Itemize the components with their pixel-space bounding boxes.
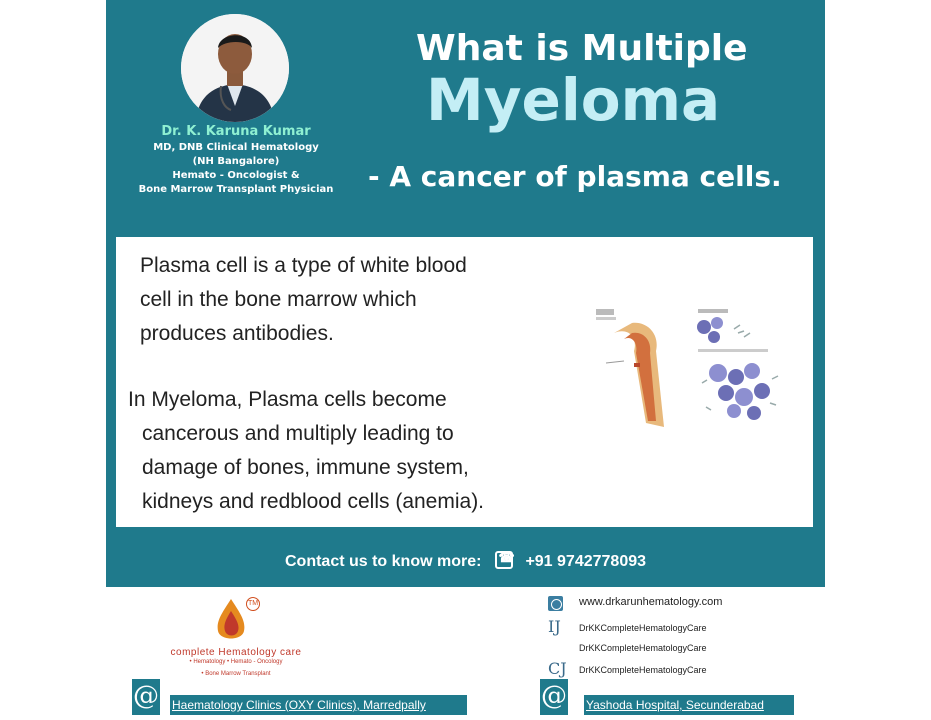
footer: TM complete Hematology care • Hematology…	[106, 587, 825, 720]
trademark-mark: TM	[246, 597, 260, 611]
doctor-credential-line: Hemato - Oncologist &	[172, 170, 300, 181]
social-handle[interactable]: DrKKCompleteHematologyCare	[579, 623, 707, 633]
title-line-2: Myeloma	[426, 66, 721, 134]
bone-marrow-illustration	[594, 303, 794, 433]
myeloma-paragraph: In Myeloma, Plasma cells become cancerou…	[128, 383, 568, 519]
title-line-1: What is Multiple	[416, 28, 748, 69]
contact-label: Contact us to know more:	[284, 553, 482, 570]
brand-name: complete Hematology care	[170, 647, 302, 658]
social-icon: CJ	[548, 659, 567, 678]
phone-icon	[495, 550, 515, 569]
brand-tagline: • Bone Marrow Transplant	[201, 671, 271, 677]
location-icon: @	[540, 679, 568, 715]
text-line: cell in the bone marrow which	[140, 288, 417, 311]
social-handle[interactable]: DrKKCompleteHematologyCare	[579, 643, 707, 653]
doctor-photo	[181, 14, 289, 122]
poster: Dr. K. Karuna Kumar MD, DNB Clinical Hem…	[106, 0, 825, 720]
instagram-icon: IJ	[548, 617, 561, 636]
doctor-credential-line: Bone Marrow Transplant Physician	[138, 184, 334, 195]
text-line: kidneys and redblood cells (anemia).	[142, 490, 485, 513]
info-card: Plasma cell is a type of white blood cel…	[116, 237, 813, 527]
header-banner: Dr. K. Karuna Kumar MD, DNB Clinical Hem…	[106, 0, 825, 237]
doctor-credential-line: (NH Bangalore)	[192, 156, 280, 167]
text-line: cancerous and multiply leading to	[142, 422, 454, 445]
social-handle[interactable]: DrKKCompleteHematologyCare	[579, 665, 707, 675]
website-link[interactable]: www.drkarunhematology.com	[579, 596, 723, 608]
hematology-care-logo	[217, 599, 245, 639]
doctor-name: Dr. K. Karuna Kumar	[161, 124, 311, 139]
definition-paragraph: Plasma cell is a type of white blood cel…	[140, 249, 560, 351]
brand-tagline: • Hematology • Hemato - Oncology	[189, 659, 283, 665]
clinic-location-1[interactable]: Haematology Clinics (OXY Clinics), Marre…	[170, 695, 467, 715]
doctor-avatar	[181, 14, 289, 122]
doctor-credential-line: MD, DNB Clinical Hematology	[153, 142, 319, 153]
clinic-location-2[interactable]: Yashoda Hospital, Secunderabad	[584, 695, 794, 715]
title-line-3: - A cancer of plasma cells.	[368, 160, 782, 193]
contact-phone[interactable]: +91 9742778093	[525, 553, 647, 570]
text-line: produces antibodies.	[140, 322, 334, 345]
contact-bar: Contact us to know more: +91 9742778093	[106, 550, 825, 571]
text-line: damage of bones, immune system,	[142, 456, 469, 479]
location-icon: @	[132, 679, 160, 715]
text-line: Plasma cell is a type of white blood	[140, 254, 467, 277]
globe-icon	[548, 596, 563, 611]
text-line: In Myeloma, Plasma cells become	[128, 388, 447, 411]
